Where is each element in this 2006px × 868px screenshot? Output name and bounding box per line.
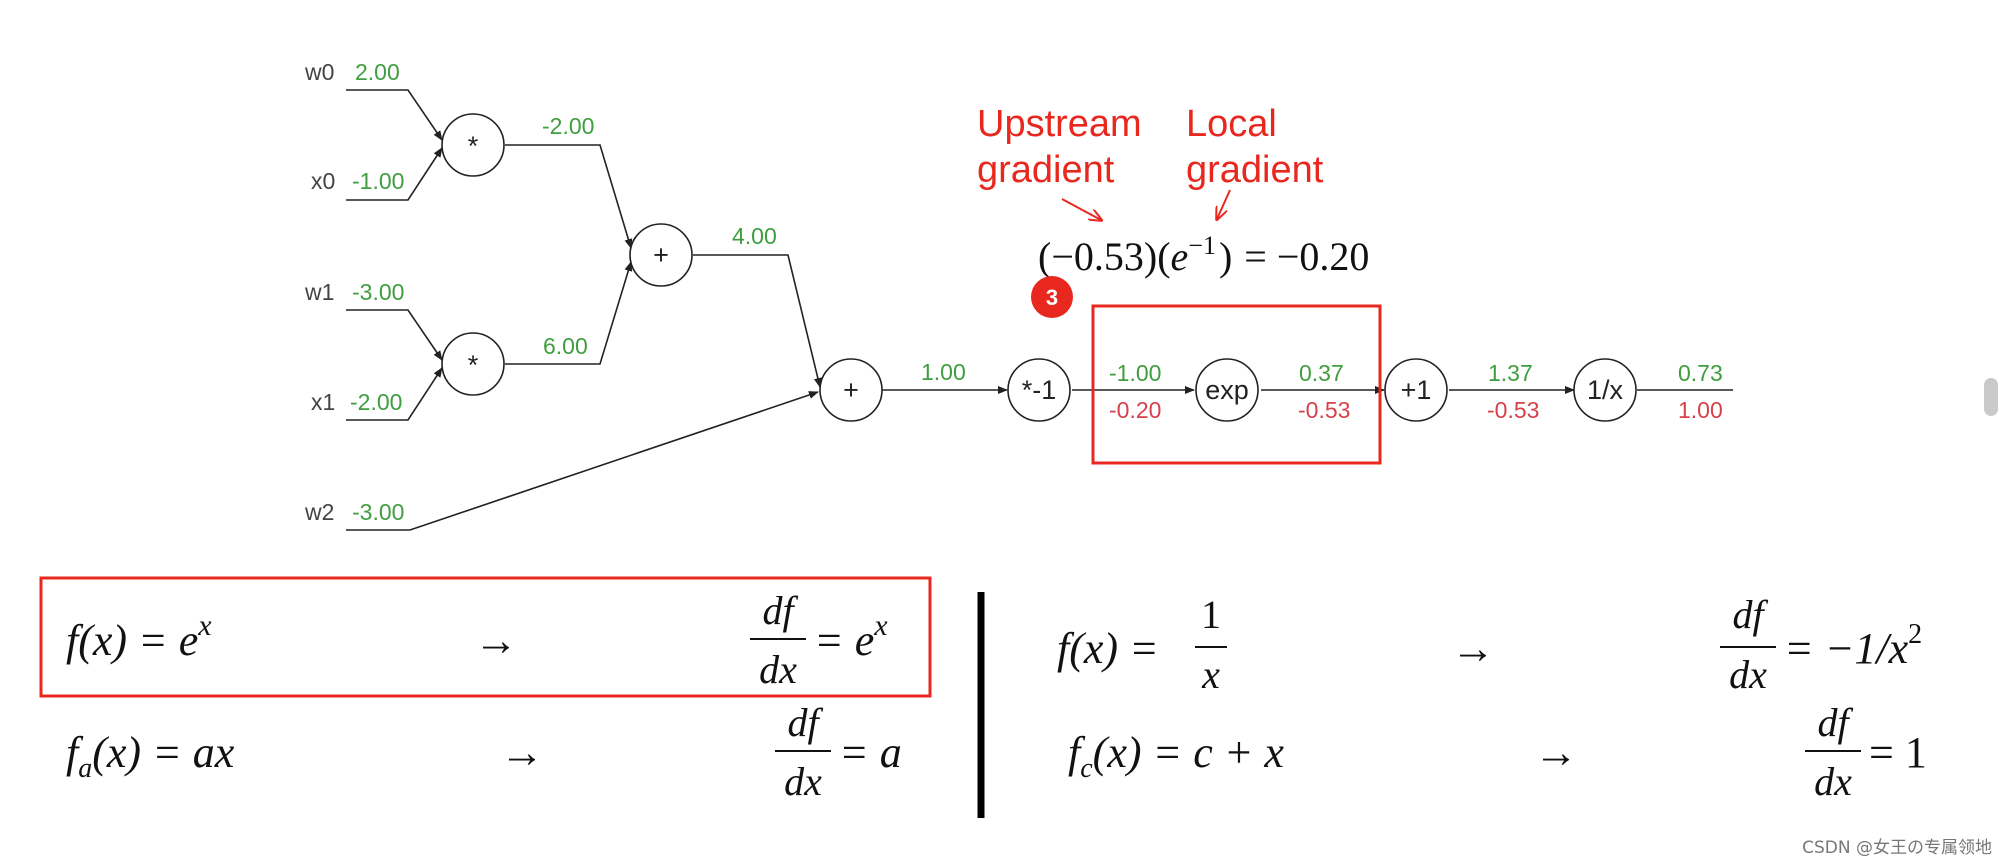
svg-text:gradient: gradient	[1186, 149, 1324, 191]
svg-text:f(x) =: f(x) =	[1057, 624, 1159, 673]
edge-fwd-exp: 0.37	[1299, 360, 1344, 386]
input-value: -1.00	[352, 168, 404, 194]
svg-text:= ex: = ex	[814, 609, 888, 665]
svg-text:df: df	[1817, 700, 1853, 745]
graph-edges	[346, 89, 1733, 531]
input-value: -2.00	[350, 389, 402, 415]
gate-op: +	[843, 375, 859, 405]
gate-op: 1/x	[1587, 375, 1624, 405]
svg-text:= a: = a	[839, 728, 902, 777]
edge-value-mul0: -2.00	[542, 113, 594, 139]
gate-op: *-1	[1022, 375, 1057, 405]
local-pointer	[1217, 189, 1231, 219]
svg-text:fc(x) = c + x: fc(x) = c + x	[1068, 728, 1284, 784]
svg-text:3: 3	[1046, 285, 1058, 310]
svg-text:df: df	[787, 700, 823, 745]
gate-op: +1	[1401, 375, 1432, 405]
svg-text:= 1: = 1	[1869, 728, 1927, 777]
gate-op: *	[468, 350, 479, 380]
edge-bwd-neg: -0.20	[1109, 397, 1161, 423]
svg-text:1: 1	[1201, 592, 1221, 637]
input-x1: x1 -2.00	[311, 389, 402, 415]
input-name: w1	[304, 279, 334, 305]
step-badge: 3	[1031, 276, 1073, 318]
upstream-pointer	[1061, 198, 1101, 220]
input-name: x1	[311, 389, 335, 415]
svg-text:gradient: gradient	[977, 149, 1115, 191]
svg-text:dx: dx	[1814, 759, 1852, 804]
gate-mul-0: *	[441, 113, 505, 177]
edge-fwd-recip: 0.73	[1678, 360, 1723, 386]
edge-bwd-plus1: -0.53	[1487, 397, 1539, 423]
edge-value-add1: 1.00	[921, 359, 966, 385]
gate-neg: *-1	[1007, 358, 1071, 422]
svg-text:df: df	[1732, 592, 1768, 637]
svg-text:x: x	[1201, 652, 1220, 697]
arrow: →	[1534, 728, 1578, 777]
input-name: w2	[304, 499, 334, 525]
edge-fwd-plus1: 1.37	[1488, 360, 1533, 386]
gate-add-0: +	[629, 223, 693, 287]
svg-text:df: df	[762, 588, 798, 633]
input-value: -3.00	[352, 279, 404, 305]
input-x0: x0 -1.00	[311, 168, 404, 194]
highlight-box-exp-rule	[39, 576, 932, 698]
svg-text:dx: dx	[784, 759, 822, 804]
gate-exp: exp	[1195, 358, 1259, 422]
edge-bwd-recip: 1.00	[1678, 397, 1723, 423]
gate-plus-one: +1	[1384, 358, 1448, 422]
local-gradient-label: Local gradient	[1186, 103, 1324, 191]
gate-add-1: +	[819, 358, 883, 422]
svg-text:dx: dx	[759, 647, 797, 692]
edge-bwd-exp: -0.53	[1298, 397, 1350, 423]
arrow: →	[1451, 624, 1495, 673]
input-value: 2.00	[355, 59, 400, 85]
svg-text:= −1/x2: = −1/x2	[1784, 619, 1922, 673]
input-w0: w0 2.00	[304, 59, 400, 85]
gate-mul-1: *	[441, 332, 505, 396]
svg-text:dx: dx	[1729, 652, 1767, 697]
svg-text:f(x) = ex: f(x) = ex	[66, 609, 212, 665]
formula-reciprocal: f(x) = 1 x → df dx = −1/x2	[1057, 592, 1922, 697]
edge-value-add0: 4.00	[732, 223, 777, 249]
gate-op: *	[468, 131, 479, 161]
svg-text:Upstream: Upstream	[977, 103, 1142, 145]
formula-scale: fa(x) = ax → df dx = a	[66, 700, 902, 804]
arrow: →	[500, 728, 544, 777]
input-name: w0	[304, 59, 334, 85]
input-name: x0	[311, 168, 335, 194]
scrollbar-thumb[interactable]	[1984, 378, 1998, 416]
svg-text:fa(x) = ax: fa(x) = ax	[66, 728, 235, 784]
svg-text:Local: Local	[1186, 103, 1277, 145]
gate-reciprocal: 1/x	[1573, 358, 1637, 422]
input-w2: w2 -3.00	[304, 499, 404, 525]
edge-fwd-neg: -1.00	[1109, 360, 1161, 386]
edge-value-mul1: 6.00	[543, 333, 588, 359]
input-value: -3.00	[352, 499, 404, 525]
formula-exp: f(x) = ex → df dx = ex	[66, 588, 888, 692]
highlight-box-exp	[1091, 304, 1382, 465]
gate-op: exp	[1205, 375, 1249, 405]
arrow: →	[474, 616, 518, 665]
input-w1: w1 -3.00	[304, 279, 404, 305]
chain-rule-equation: (−0.53)(e−1)= −0.20	[1038, 231, 1369, 279]
upstream-gradient-label: Upstream gradient	[977, 103, 1142, 191]
watermark: CSDN @女王の专属领地	[1802, 838, 1992, 858]
formula-constant: fc(x) = c + x → df dx = 1	[1068, 700, 1927, 804]
gate-op: +	[653, 240, 669, 270]
